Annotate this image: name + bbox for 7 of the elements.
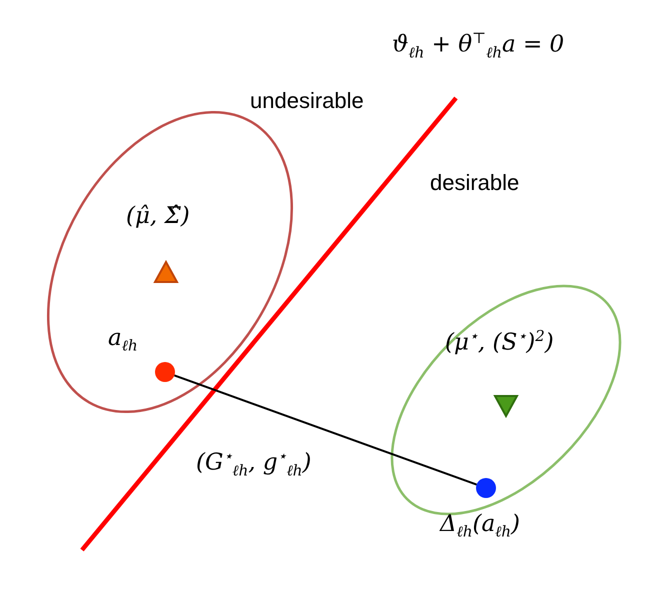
region-label: desirable — [430, 170, 520, 196]
math-label: a$_{ℓh}$ — [108, 326, 138, 354]
region-label: undesirable — [250, 88, 364, 114]
equation-label: ϑ$_{ℓh}$ + θ$^{⊤}$$_{ℓh}$a = 0 — [392, 30, 564, 61]
math-label: (μ̂, Σ̂) — [126, 204, 190, 230]
connector-line — [174, 374, 477, 486]
math-label: Δ$_{ℓh}$(a$_{ℓh}$) — [440, 512, 520, 540]
